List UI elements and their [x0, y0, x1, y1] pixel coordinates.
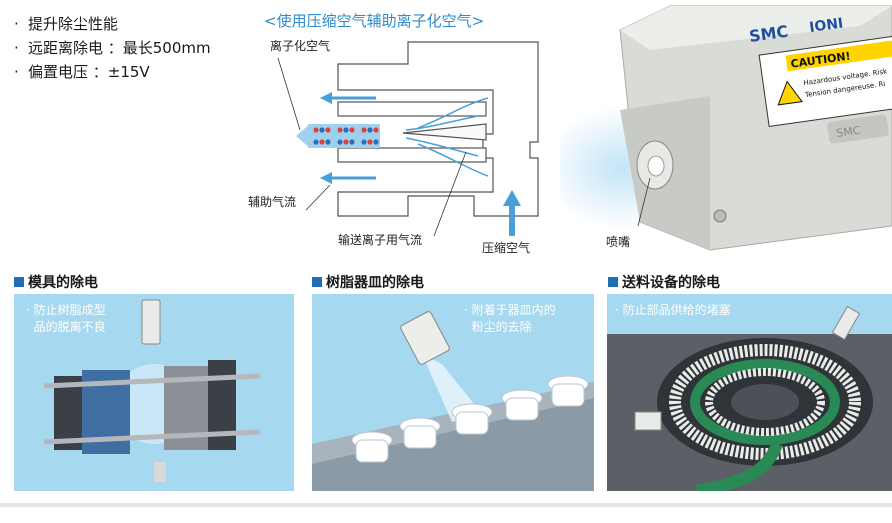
leader-lines — [277, 57, 467, 237]
feature-item: ·偏置电压 ：±15V — [14, 63, 150, 81]
warning-icon — [777, 80, 803, 106]
section-title-mold: 模具的除电 — [14, 272, 98, 292]
label-ionized-air: 离子化空气 — [270, 38, 330, 53]
panel-caption: · 防止部品供给的堵塞 — [615, 303, 731, 317]
assist-flow-arrows — [320, 92, 376, 184]
bottom-rule — [0, 503, 892, 507]
ion-cloud — [296, 124, 380, 148]
panel-caption: · 防止树脂成型 品的脱离不良 — [26, 303, 106, 334]
feature-item: ·提升除尘性能 — [14, 15, 119, 33]
diagram-title: <使用压缩空气辅助离子化空气> — [264, 12, 485, 30]
screw-icon — [713, 209, 727, 223]
label-nozzle: 喷嘴 — [606, 235, 630, 249]
section-square-icon — [312, 277, 322, 287]
resin-cups-illustration — [312, 311, 594, 491]
compressed-air-arrow — [503, 190, 521, 236]
cross-section-diagram: 离子化空气 辅助气流 输送离子用气流 压缩空气 — [248, 38, 539, 255]
feature-item: ·远距离除电 ：最长500mm — [14, 39, 211, 57]
section-title-feeder: 送料设备的除电 — [608, 272, 720, 292]
section-title-resin: 树脂器皿的除电 — [312, 272, 424, 292]
application-panel-mold: · 防止树脂成型 品的脱离不良 — [14, 294, 294, 491]
label-compressed-air: 压缩空气 — [482, 240, 530, 255]
mold-illustration — [43, 299, 261, 482]
application-panel-resin: · 附着于器皿内的 粉尘的去除 — [312, 294, 594, 491]
feeder-illustration — [607, 305, 892, 491]
section-square-icon — [14, 277, 24, 287]
caution-label: CAUTION! Hazardous voltage. Risk Tension… — [758, 35, 892, 127]
transport-flow-curves — [405, 97, 489, 177]
panel-caption: · 附着于器皿内的 粉尘的去除 — [464, 303, 556, 334]
label-transport-air: 输送离子用气流 — [338, 232, 422, 247]
label-assist-flow: 辅助气流 — [248, 194, 296, 209]
application-panel-feeder: · 防止部品供给的堵塞 — [607, 294, 892, 491]
feature-list: ·提升除尘性能 ·远距离除电 ：最长500mm ·偏置电压 ：±15V — [14, 12, 211, 84]
section-square-icon — [608, 277, 618, 287]
ionizer-product: SMC IONI CAUTION! Hazardous voltage. Ris… — [560, 5, 892, 251]
product-badge: SMC — [836, 124, 862, 140]
model-name: IONI — [808, 15, 844, 36]
